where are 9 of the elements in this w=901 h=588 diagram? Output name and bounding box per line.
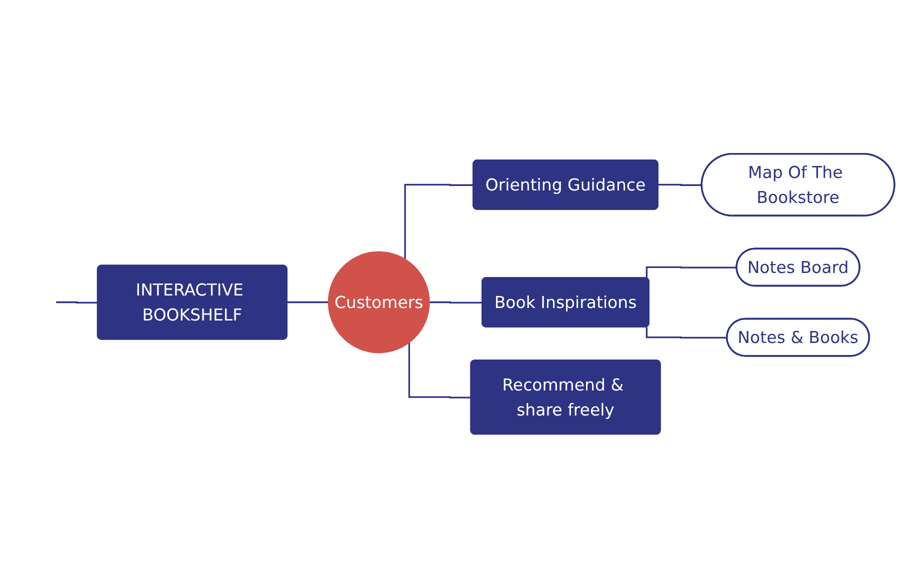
connector <box>286 301 328 304</box>
connector <box>646 327 728 339</box>
connector <box>408 342 472 398</box>
node-circle: Customers <box>328 251 430 354</box>
connector <box>658 184 702 186</box>
connector <box>404 184 474 259</box>
connector <box>428 301 482 304</box>
connector <box>646 266 737 278</box>
connector <box>55 301 98 304</box>
